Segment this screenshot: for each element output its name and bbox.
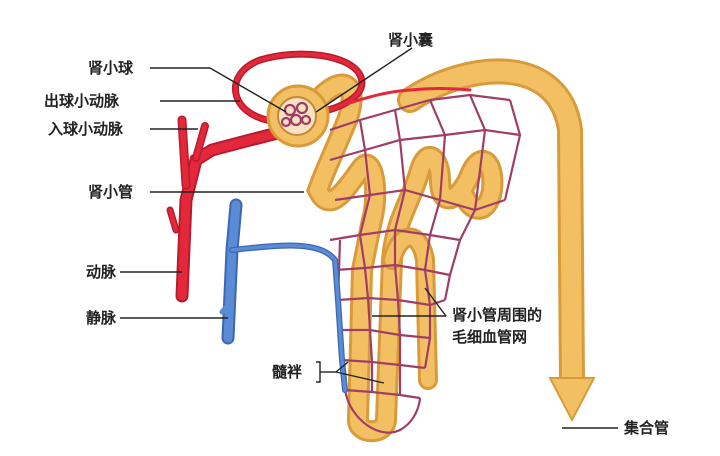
label-glomerulus: 肾小球	[88, 59, 134, 77]
label-collecting-duct: 集合管	[624, 419, 670, 437]
label-renal-tubule: 肾小管	[88, 183, 134, 201]
label-efferent-arteriole: 出球小动脉	[44, 92, 120, 110]
leader-peritubular-1	[424, 287, 447, 317]
label-bowman-capsule: 肾小囊	[388, 31, 434, 49]
glomerulus-capillary-tuft	[280, 101, 312, 128]
arterial-vessels	[166, 50, 472, 303]
label-afferent-arteriole: 入球小动脉	[48, 120, 124, 138]
leader-lines	[120, 47, 618, 429]
leader-loop-1	[335, 361, 349, 373]
label-loop-of-henle: 髓袢	[272, 363, 303, 381]
peritubular-capillary-network	[329, 93, 522, 434]
collecting-duct-arrowhead	[548, 377, 596, 423]
leader-loop-bracket	[316, 361, 321, 383]
collecting-duct-tube	[397, 58, 596, 423]
label-artery: 动脉	[86, 263, 117, 281]
label-vein: 静脉	[86, 309, 117, 327]
leader-bowman-capsule	[315, 47, 413, 113]
vein-vessel	[219, 198, 348, 393]
label-peritubular-capillaries-line2: 毛细血管网	[452, 328, 528, 346]
label-peritubular-capillaries-line1: 肾小管周围的	[452, 306, 543, 324]
leader-loop-2	[335, 371, 385, 384]
